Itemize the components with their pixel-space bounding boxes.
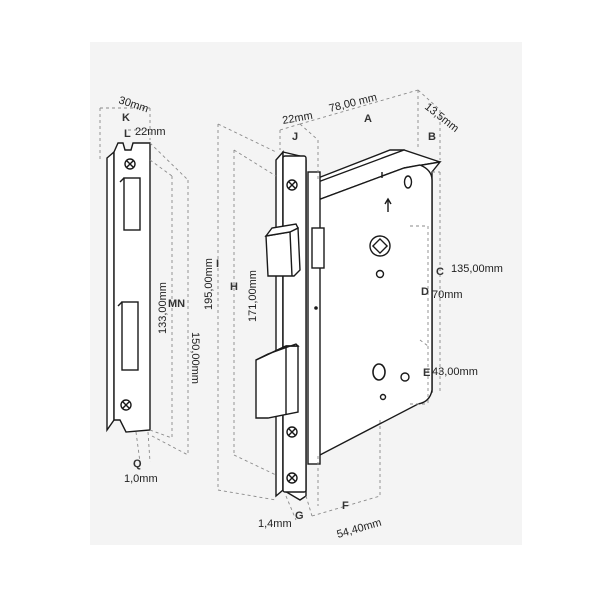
dim-D-letter: D	[421, 286, 429, 298]
mounting-hole-icon	[400, 372, 410, 382]
dim-J-letter: J	[292, 131, 298, 143]
dim-D-value: 70mm	[432, 289, 463, 301]
screw-icon	[124, 158, 136, 170]
dim-Q-value: 1,0mm	[124, 473, 158, 485]
dim-E-value: 43,00mm	[432, 366, 478, 378]
dim-K-letter: K	[122, 112, 130, 124]
strike-lower-opening	[121, 301, 139, 371]
dim-M-value: 133,00mm	[157, 282, 169, 334]
dead-bolt	[255, 343, 300, 419]
lock-dimension-lines	[217, 89, 441, 521]
keyhole-icon	[372, 363, 386, 381]
dim-H-letter: H	[230, 281, 238, 293]
screw-icon	[286, 179, 298, 191]
dim-A-value: 78,00 mm	[328, 91, 378, 114]
dim-Q-letter: Q	[133, 458, 142, 470]
dim-C-letter: C	[436, 266, 444, 278]
mounting-hole-icon	[403, 175, 413, 189]
dim-H-value: 171,00mm	[247, 270, 259, 322]
dim-I-letter: I	[216, 258, 219, 270]
dim-F-letter: F	[342, 500, 349, 512]
dim-F-value: 54,40mm	[336, 517, 383, 541]
strike-plate-edge	[106, 150, 115, 433]
dim-G-letter: G	[295, 510, 304, 522]
mounting-hole-icon	[379, 393, 387, 401]
lock-faceplate-edge	[275, 150, 284, 498]
dim-L-letter: L	[124, 128, 131, 140]
lock-body	[255, 149, 442, 501]
strike-upper-opening	[123, 177, 141, 231]
dim-MN-letter: MN	[168, 298, 185, 310]
dim-B-value: 13,5mm	[422, 101, 461, 135]
dim-G-value: 1,4mm	[258, 518, 292, 530]
screw-icon	[286, 426, 298, 438]
latch-bolt	[264, 223, 325, 277]
dim-B-letter: B	[428, 131, 436, 143]
dim-A-letter: A	[364, 113, 372, 125]
dim-L-value: 22mm	[135, 126, 166, 138]
screw-icon	[286, 472, 298, 484]
dim-N-value: 150,00mm	[189, 332, 201, 384]
strike-dimension-lines	[99, 107, 189, 463]
screw-icon	[120, 399, 132, 411]
strike-plate	[106, 142, 151, 433]
dim-J-value: 22mm	[281, 110, 313, 127]
lock-spine	[307, 171, 321, 465]
follower-hub-icon	[369, 235, 391, 279]
dim-C-value: 135,00mm	[451, 263, 503, 275]
dim-I-value: 195,00mm	[203, 258, 215, 310]
dim-E-letter: E	[423, 367, 430, 379]
